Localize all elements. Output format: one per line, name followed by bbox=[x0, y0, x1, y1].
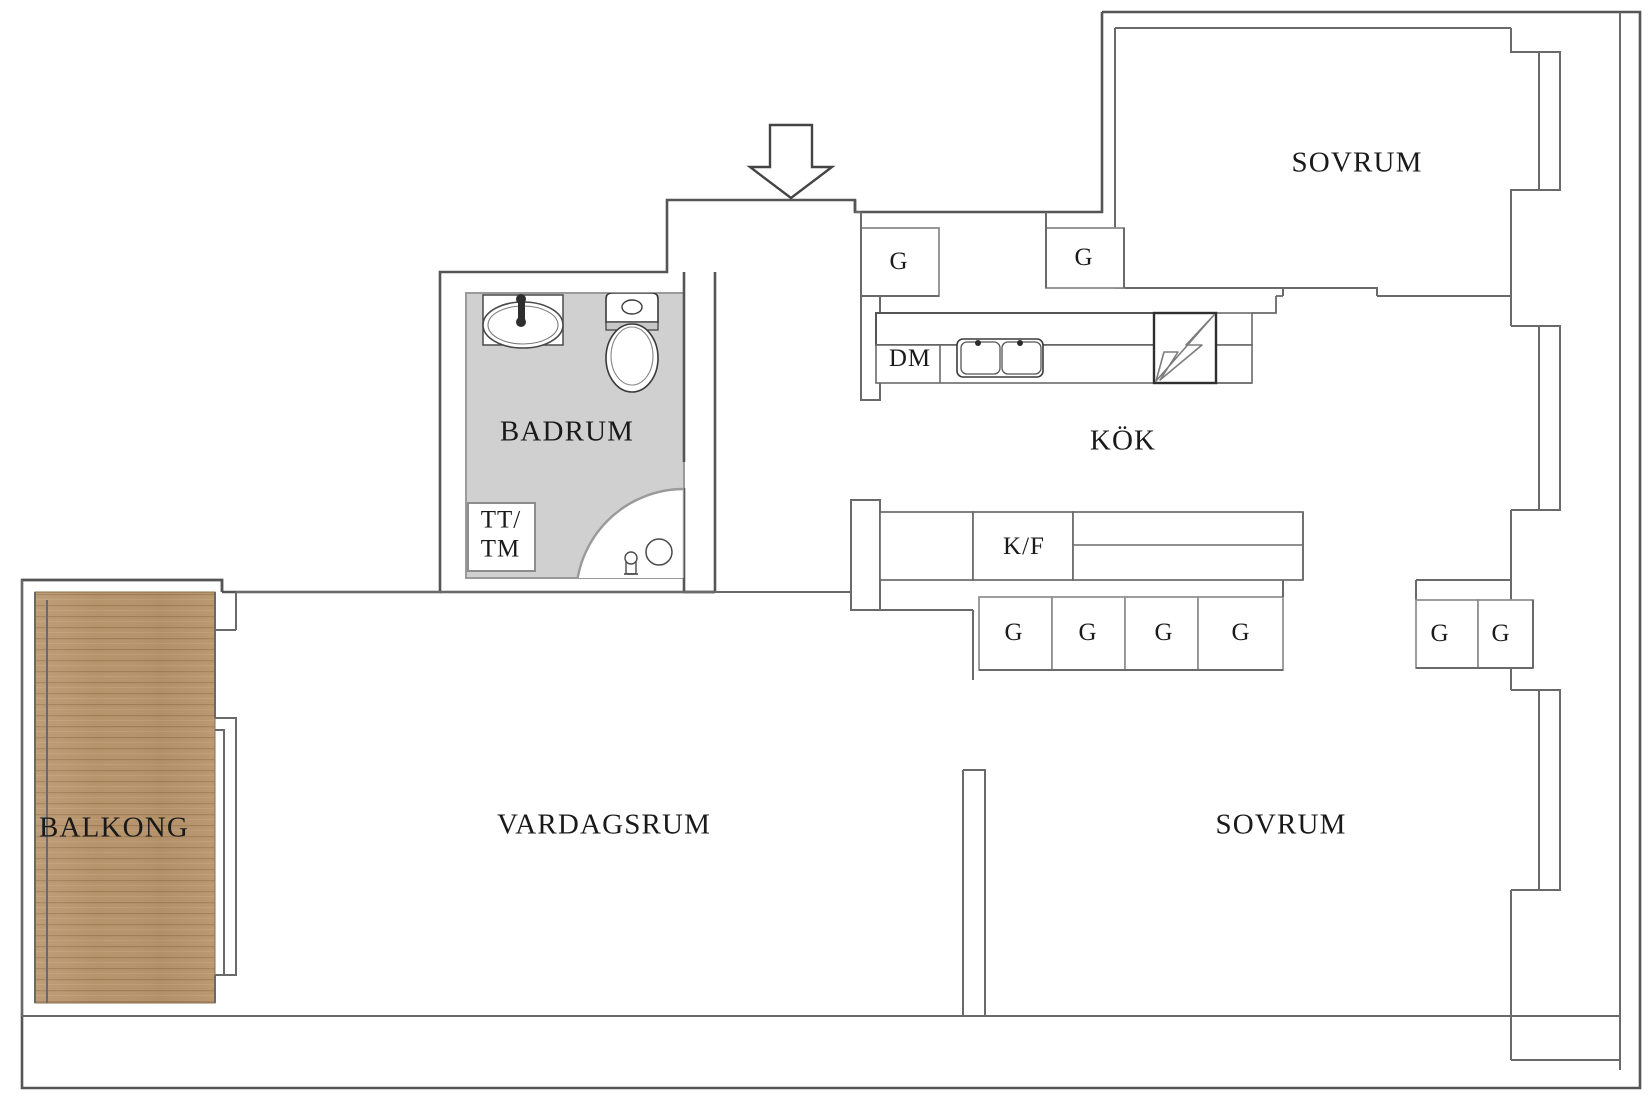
room-label-balkong: BALKONG bbox=[39, 811, 189, 844]
fixture-label-dishwasher: DM bbox=[888, 345, 932, 372]
wash-basin-icon bbox=[482, 294, 564, 349]
wardrobe-label-7: G bbox=[1491, 620, 1511, 647]
room-label-kok: KÖK bbox=[1089, 424, 1157, 457]
interior-wall-lines bbox=[1114, 12, 1621, 1070]
toilet-icon bbox=[605, 293, 659, 393]
electric-stove-icon bbox=[1152, 311, 1218, 385]
bathroom-fixtures bbox=[482, 293, 684, 578]
room-label-vardagsrum: VARDAGSRUM bbox=[496, 808, 712, 841]
washer-dryer-box bbox=[467, 502, 536, 572]
wardrobe-label-1: G bbox=[1074, 244, 1094, 271]
fixture-label-washer-dryer: TT/ TM bbox=[480, 506, 522, 562]
double-sink-icon bbox=[956, 338, 1044, 378]
room-label-badrum: BADRUM bbox=[499, 415, 635, 448]
fixture-label-fridge-freezer: K/F bbox=[1003, 533, 1045, 560]
room-label-sovrum-bottom: SOVRUM bbox=[1215, 808, 1347, 841]
shower-fixture-icon bbox=[624, 551, 638, 575]
wardrobe-label-4: G bbox=[1154, 619, 1174, 646]
kitchen-lower-counter bbox=[850, 499, 1304, 680]
room-label-sovrum-top: SOVRUM bbox=[1291, 146, 1423, 179]
wardrobe-label-3: G bbox=[1078, 619, 1098, 646]
partition-walls bbox=[236, 591, 1512, 1016]
wardrobe-label-2: G bbox=[1004, 619, 1024, 646]
entrance-arrow-icon bbox=[746, 123, 836, 200]
balcony-decking bbox=[34, 591, 216, 1004]
wardrobe-group-hall bbox=[860, 227, 1125, 297]
wardrobe-label-6: G bbox=[1430, 620, 1450, 647]
balcony-structure bbox=[21, 580, 1620, 1017]
wardrobe-label-0: G bbox=[889, 248, 909, 275]
wardrobe-group-kitchen bbox=[978, 596, 1284, 671]
wardrobe-label-5: G bbox=[1231, 619, 1251, 646]
wardrobe-group-right bbox=[1415, 579, 1534, 669]
floor-drain-icon bbox=[645, 538, 673, 566]
